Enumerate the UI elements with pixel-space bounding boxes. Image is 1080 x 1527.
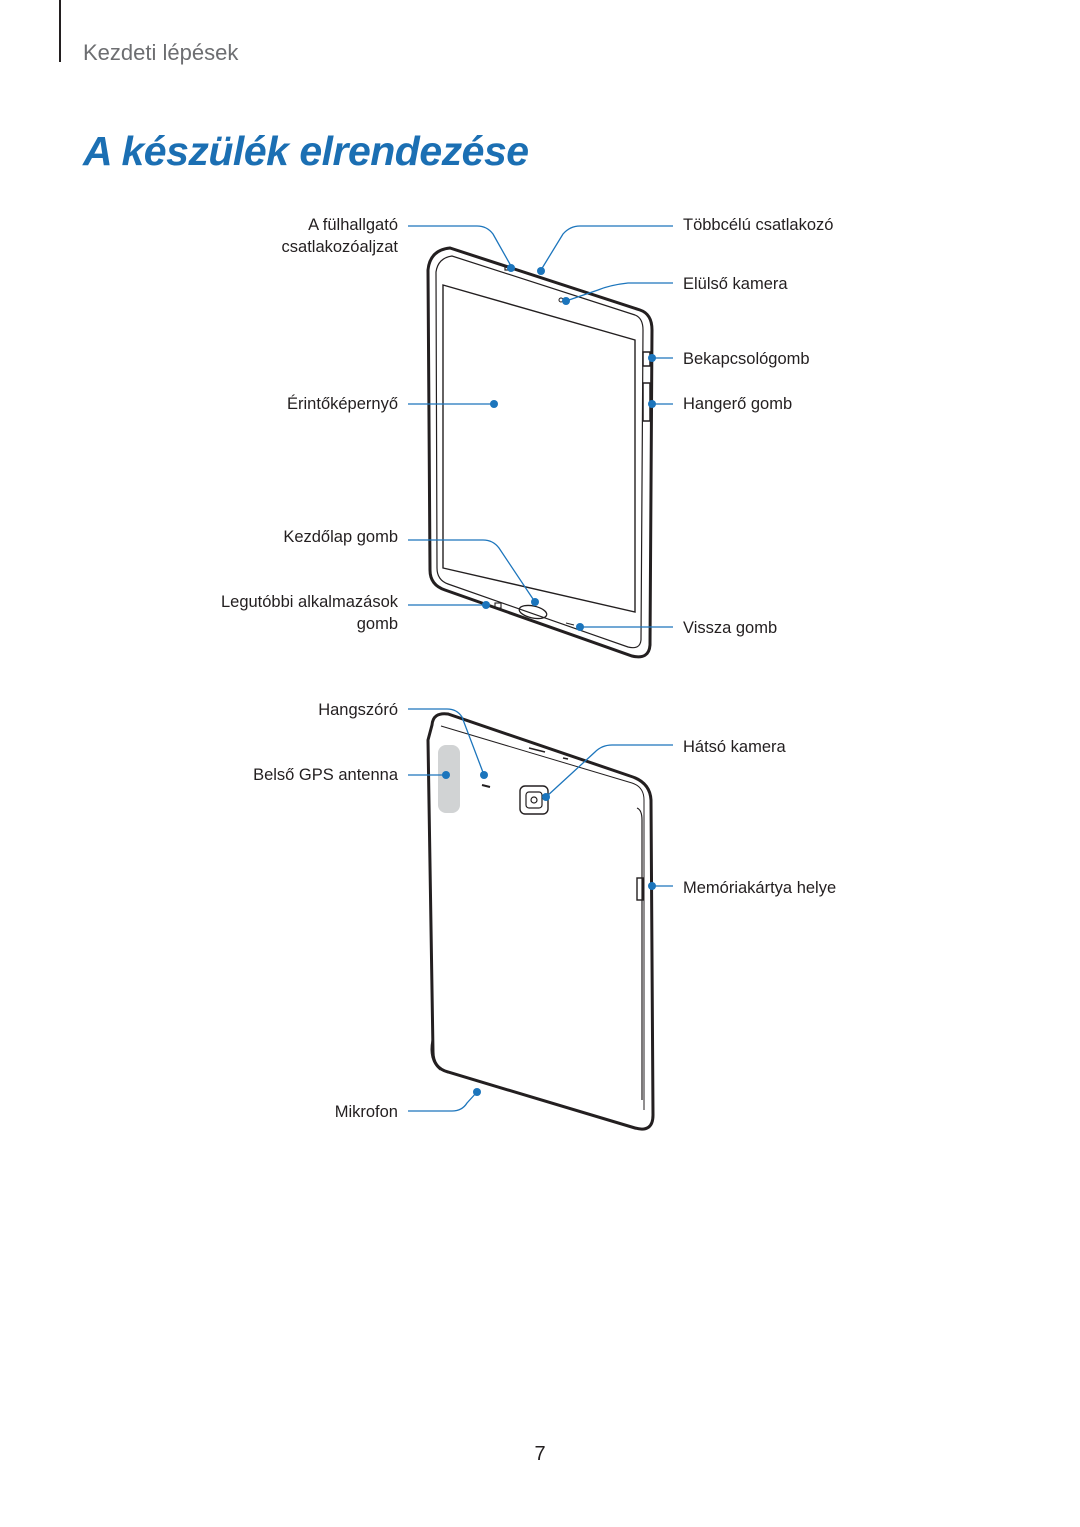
section-rule [59, 0, 61, 62]
label-recent-apps-line2: gomb [356, 615, 398, 633]
section-title: Kezdeti lépések [83, 40, 239, 65]
label-headset-jack-line1: A fülhallgató [308, 216, 398, 234]
label-headset-jack: A fülhallgató csatlakozóaljzat [282, 214, 398, 258]
label-gps-antenna: Belső GPS antenna [253, 766, 398, 784]
rear-callout-dots [442, 771, 656, 1096]
label-home-button: Kezdőlap gomb [283, 528, 398, 546]
label-power-button: Bekapcsológomb [683, 350, 810, 368]
tablet-rear [426, 712, 655, 1131]
front-callouts [408, 225, 673, 628]
label-rear-camera: Hátsó kamera [683, 738, 786, 756]
page-heading: A készülék elrendezése [83, 128, 529, 174]
label-recent-apps-line1: Legutóbbi alkalmazások [220, 593, 398, 611]
label-microphone: Mikrofon [334, 1103, 398, 1121]
label-multipurpose-jack: Többcélú csatlakozó [683, 216, 834, 234]
label-headset-jack-line2: csatlakozóaljzat [281, 238, 398, 256]
label-front-camera: Elülső kamera [683, 275, 788, 293]
label-volume-button: Hangerő gomb [683, 395, 793, 413]
label-speaker: Hangszóró [318, 701, 398, 719]
tablet-front [426, 246, 654, 659]
label-back-button: Vissza gomb [683, 619, 778, 637]
page-number: 7 [534, 1443, 546, 1465]
label-memory-card-slot: Memóriakártya helye [683, 879, 837, 897]
front-callout-dots [482, 264, 656, 631]
rear-callouts [408, 708, 673, 1112]
label-recent-apps: Legutóbbi alkalmazások gomb [221, 591, 398, 635]
label-touchscreen: Érintőképernyő [287, 395, 398, 413]
